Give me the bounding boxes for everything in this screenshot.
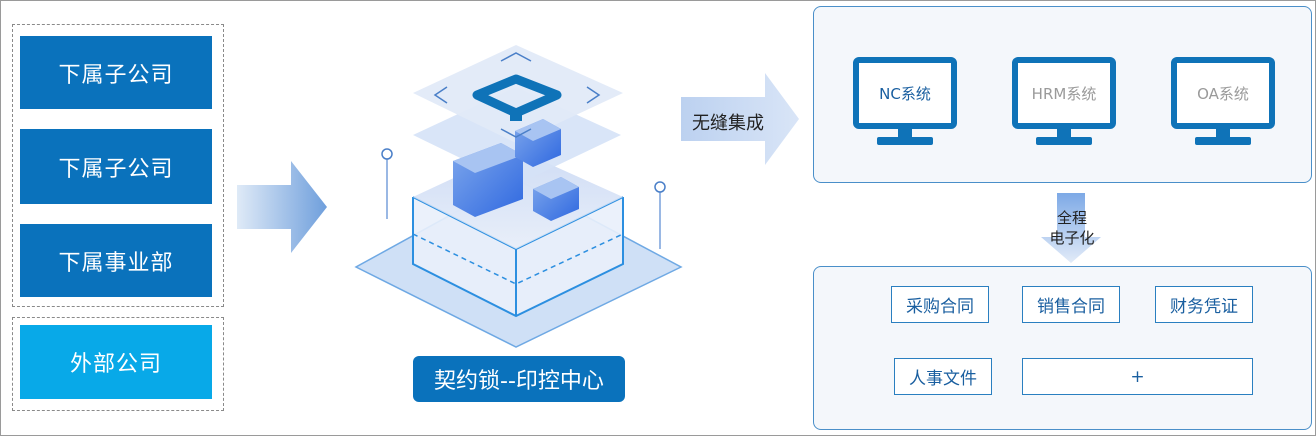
- monitor-neck: [898, 129, 912, 139]
- monitor-screen: HRM系统: [1012, 57, 1116, 129]
- monitor-base: [877, 137, 933, 145]
- add-document-button[interactable]: +: [1022, 358, 1253, 395]
- hrm-system-monitor: HRM系统: [1012, 57, 1116, 147]
- electronic-label-line2: 电子化: [1049, 229, 1095, 247]
- purchase-contract-tag: 采购合同: [891, 286, 989, 323]
- monitor-screen: NC系统: [853, 57, 957, 129]
- hr-document-tag: 人事文件: [894, 358, 992, 395]
- monitor-base: [1195, 137, 1251, 145]
- monitor-screen: OA系统: [1171, 57, 1275, 129]
- monitor-base: [1036, 137, 1092, 145]
- seal-control-illustration: [354, 45, 683, 348]
- financial-voucher-tag: 财务凭证: [1155, 286, 1253, 323]
- sales-contract-tag: 销售合同: [1022, 286, 1120, 323]
- internal-units-group: [12, 24, 224, 307]
- oa-system-monitor: OA系统: [1171, 57, 1275, 147]
- monitor-neck: [1057, 129, 1071, 139]
- nc-system-label: NC系统: [879, 84, 931, 103]
- arrow-to-center-icon: [237, 161, 327, 253]
- external-group: [12, 317, 224, 411]
- down-arrow-icon: [1041, 193, 1101, 263]
- subsidiary-box-2: 下属子公司: [20, 129, 212, 204]
- oa-system-label: OA系统: [1197, 84, 1249, 103]
- integration-label: 无缝集成: [692, 113, 764, 134]
- external-company-box: 外部公司: [20, 325, 212, 399]
- integration-arrow-icon: [681, 73, 799, 165]
- electronic-label-line1: 全程: [1056, 209, 1087, 227]
- hrm-system-label: HRM系统: [1031, 84, 1097, 103]
- electronic-label: 全程 电子化: [1037, 208, 1107, 248]
- subsidiary-box-1: 下属子公司: [20, 36, 212, 109]
- nc-system-monitor: NC系统: [853, 57, 957, 147]
- division-box: 下属事业部: [20, 224, 212, 297]
- monitor-neck: [1216, 129, 1230, 139]
- seal-center-label: 契约锁--印控中心: [413, 356, 625, 402]
